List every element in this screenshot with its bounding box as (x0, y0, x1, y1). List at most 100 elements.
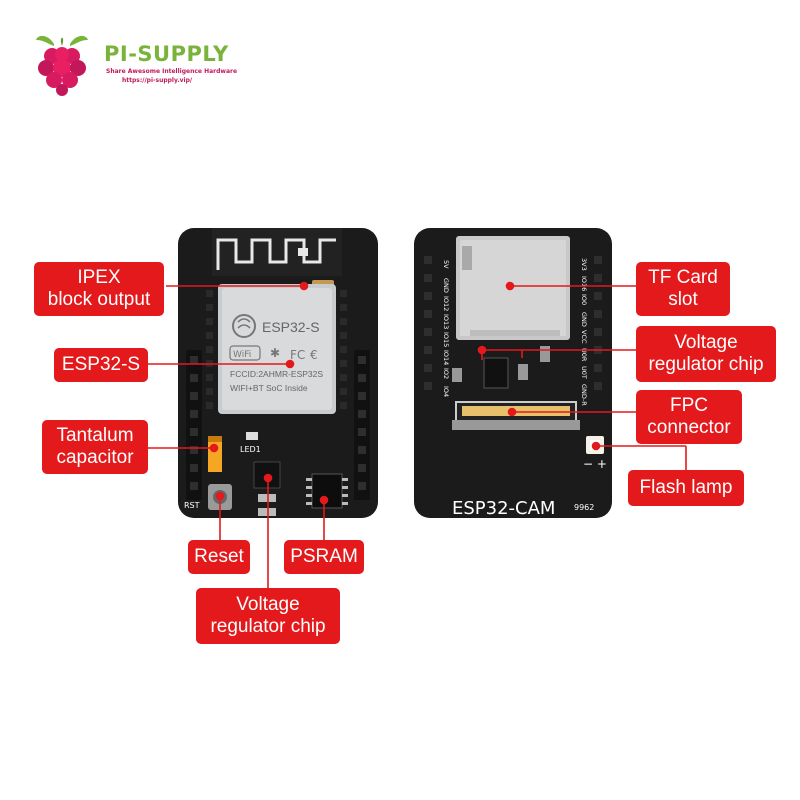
leader-lines (148, 281, 687, 588)
pin-pad (190, 410, 198, 418)
pin-pad (594, 292, 602, 300)
callout-reset: Reset (188, 540, 250, 574)
callout-fpc: FPC connector (636, 390, 742, 444)
pin-label: IO4 (442, 386, 450, 397)
pin-pad (424, 328, 432, 336)
fcc-line-text: FCCID:2AHMR-ESP32S (230, 369, 323, 379)
brand-tagline: Share Awesome Intelligence Hardware (106, 68, 238, 75)
pin-pad (358, 374, 366, 382)
pin-label: 5V (442, 260, 450, 269)
back-board-code: 9962 (574, 503, 594, 512)
module-pad (340, 346, 347, 353)
pin-pad (190, 428, 198, 436)
module-pad (206, 332, 213, 339)
pin-label: U0T (580, 366, 588, 379)
pin-pad (594, 382, 602, 390)
pin-label: GND-R (580, 384, 588, 406)
tantalum-capacitor (208, 436, 222, 472)
svg-text:− +: − + (583, 457, 607, 471)
pin-pad (594, 328, 602, 336)
module-pad (206, 290, 213, 297)
pin-pad (358, 410, 366, 418)
back-board: − + 5VGNDIO12IO13IO15IO14IO2IO43V3IO16IO… (414, 228, 612, 519)
pin-label: IO13 (442, 314, 450, 329)
callout-tantalum: Tantalum capacitor (42, 420, 148, 474)
module-pad (340, 360, 347, 367)
pin-pad (190, 356, 198, 364)
pin-label: GND (580, 312, 588, 327)
svg-text:WiFi: WiFi (233, 350, 251, 360)
callout-psram: PSRAM (284, 540, 364, 574)
module-pad (340, 402, 347, 409)
pin-pad (358, 446, 366, 454)
module-pad (206, 374, 213, 381)
module-pad (340, 304, 347, 311)
module-pad (206, 304, 213, 311)
callout-flash-lamp: Flash lamp (628, 470, 744, 506)
pin-pad (424, 256, 432, 264)
pin-label: 3V3 (580, 258, 588, 271)
pin-pad (594, 364, 602, 372)
pin-pad (190, 446, 198, 454)
brand-logo: PI-SUPPLY Share Awesome Intelligence Har… (30, 28, 250, 98)
module-pad (340, 374, 347, 381)
callout-voltage-regulator-front: Voltage regulator chip (196, 588, 340, 644)
pin-label: GND (442, 278, 450, 293)
pin-pad (190, 464, 198, 472)
rst-label-text: RST (184, 501, 200, 510)
pcb-antenna (212, 228, 342, 276)
pin-pad (594, 310, 602, 318)
callout-esp32s: ESP32-S (54, 348, 148, 382)
module-pad (206, 346, 213, 353)
back-board-name: ESP32-CAM (452, 498, 555, 519)
pin-pad (190, 392, 198, 400)
pin-pad (358, 482, 366, 490)
module-pad (340, 290, 347, 297)
callout-ipex: IPEX block output (34, 262, 164, 316)
module-pad (206, 318, 213, 325)
pin-pad (424, 292, 432, 300)
pin-pad (424, 364, 432, 372)
pin-pad (358, 392, 366, 400)
esp32-module: ESP32-S WiFi ✱ FC € FCCID:2AHMR-ESP32S W… (218, 284, 336, 414)
brand-name: PI-SUPPLY (104, 42, 229, 66)
module-pad (206, 388, 213, 395)
svg-text:✱: ✱ (270, 346, 280, 360)
pin-label: U0R (580, 348, 588, 362)
svg-text:€: € (310, 348, 318, 362)
pin-label: IO2 (442, 368, 450, 379)
pin-pad (358, 428, 366, 436)
svg-text:FC: FC (290, 348, 305, 362)
pin-label: VCC (580, 330, 588, 344)
callout-voltage-regulator-back: Voltage regulator chip (636, 326, 776, 382)
pin-label: IO12 (442, 296, 450, 311)
pin-pad (424, 346, 432, 354)
front-pin-header-right (354, 350, 370, 500)
pin-label: IO16 (580, 276, 588, 291)
led-label-text: LED1 (240, 445, 261, 454)
brand-url: https://pi-supply.vip/ (122, 77, 193, 84)
pin-pad (424, 310, 432, 318)
pin-pad (190, 482, 198, 490)
psram-chip (306, 473, 348, 509)
led1: LED1 (240, 432, 261, 454)
wifi-line-text: WIFI+BT SoC Inside (230, 383, 308, 393)
raspberry-icon (36, 35, 88, 96)
module-pad (340, 332, 347, 339)
module-pad (206, 402, 213, 409)
front-board: ESP32-S WiFi ✱ FC € FCCID:2AHMR-ESP32S W… (178, 228, 378, 518)
pin-pad (594, 274, 602, 282)
module-pad (340, 318, 347, 325)
pin-label: IO15 (442, 332, 450, 347)
fpc-connector (452, 401, 580, 430)
pin-pad (190, 374, 198, 382)
module-name-text: ESP32-S (262, 319, 320, 335)
pin-label: IO0 (580, 294, 588, 305)
pin-pad (594, 256, 602, 264)
callout-tf-card: TF Card slot (636, 262, 730, 316)
pin-pad (424, 274, 432, 282)
pin-pad (358, 464, 366, 472)
pin-pad (424, 382, 432, 390)
pin-pad (358, 356, 366, 364)
